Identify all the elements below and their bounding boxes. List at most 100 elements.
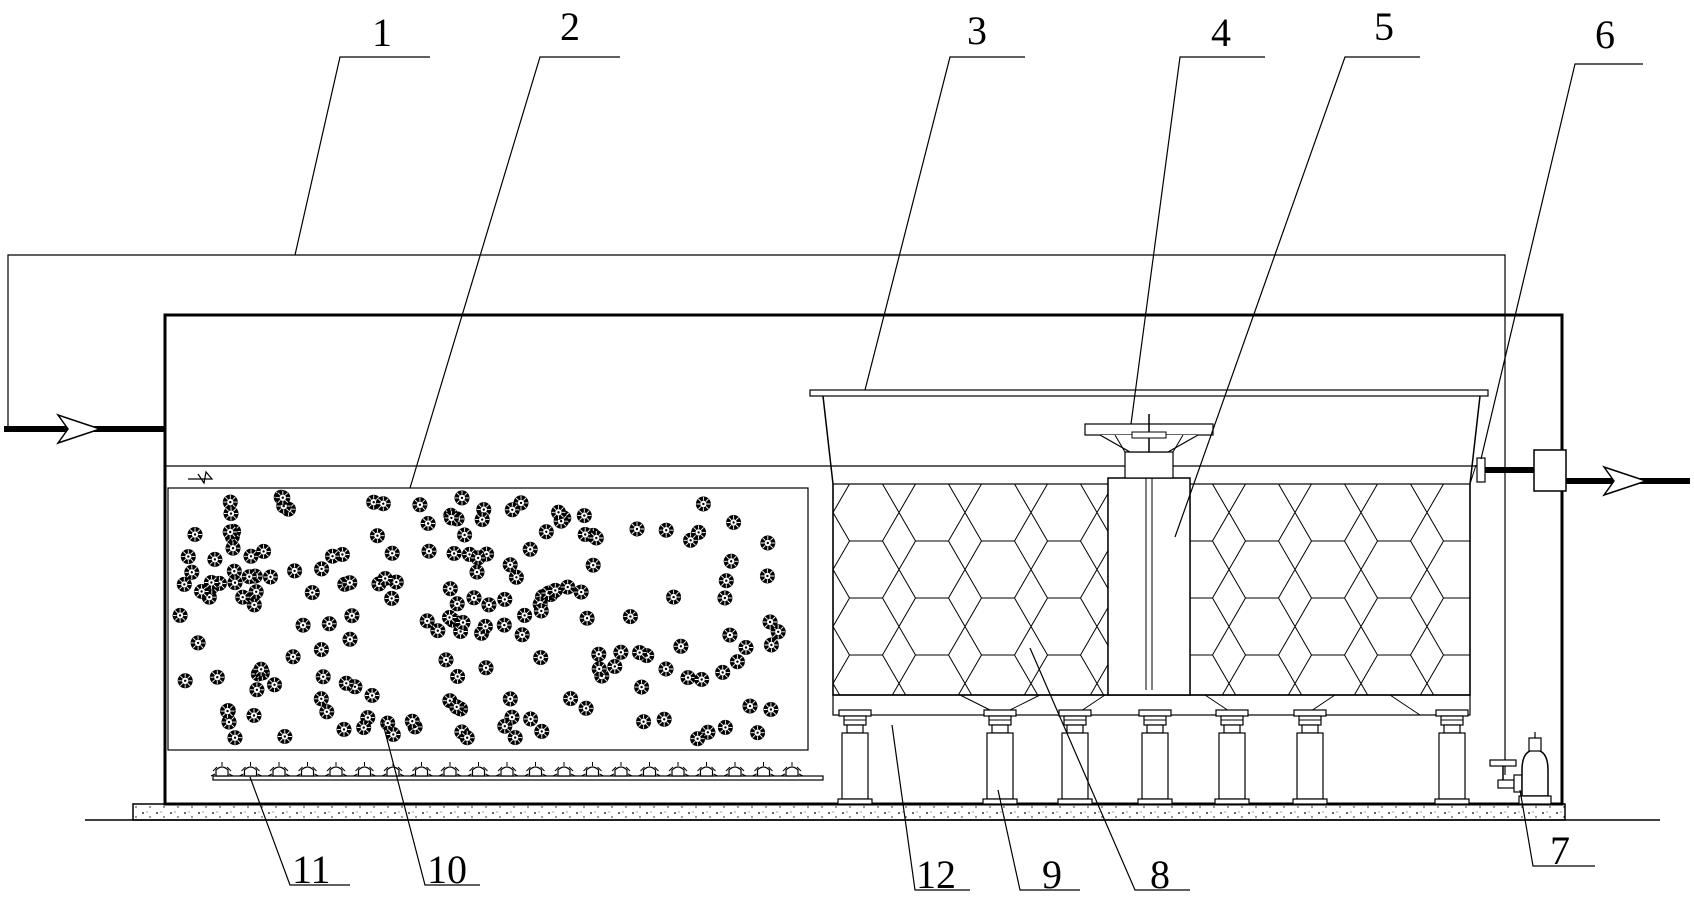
media-ball-icon (336, 721, 352, 738)
media-ball-icon (313, 641, 330, 658)
media-ball-icon (507, 729, 524, 746)
media-ball-icon (590, 646, 607, 663)
leader-8 (1029, 647, 1190, 891)
media-ball-icon (480, 596, 497, 613)
media-ball-icon (672, 638, 689, 655)
callout-11: 11 (292, 847, 331, 892)
leader-4 (1130, 56, 1265, 425)
media-ball-icon (729, 653, 746, 670)
support-leg (1214, 709, 1250, 805)
media-ball-icon (187, 526, 203, 543)
media-ball-icon (448, 698, 465, 715)
media-ball-icon (718, 572, 735, 589)
media-ball-icon (749, 724, 766, 741)
media-ball-icon (635, 713, 652, 730)
suspended-media-balls (172, 489, 787, 747)
media-ball-icon (172, 607, 189, 624)
media-ball-icon (404, 713, 421, 730)
outlet-pipe (1476, 449, 1690, 497)
media-ball-icon (385, 726, 402, 743)
callout-3: 3 (967, 8, 987, 53)
media-ball-icon (606, 658, 623, 675)
media-ball-icon (612, 644, 629, 661)
aerator-head-icon (694, 761, 719, 777)
callout-leaders (249, 56, 1643, 891)
callout-12: 12 (916, 852, 956, 897)
media-ball-icon (514, 626, 531, 643)
media-ball-icon (183, 564, 200, 581)
submersible-pump-icon (1489, 732, 1552, 805)
media-ball-icon (550, 504, 567, 521)
central-column (1107, 451, 1191, 696)
leader-6 (1480, 63, 1643, 460)
media-ball-icon (234, 589, 251, 606)
media-ball-icon (762, 701, 779, 718)
media-ball-icon (313, 690, 330, 707)
media-ball-icon (658, 661, 674, 677)
media-ball-icon (578, 700, 595, 717)
callout-7: 7 (1550, 828, 1570, 873)
media-ball-icon (180, 548, 197, 565)
media-ball-icon (304, 584, 321, 601)
media-ball-icon (532, 649, 549, 666)
media-ball-icon (456, 527, 473, 543)
media-ball-icon (341, 574, 358, 591)
aerator-head-icon (637, 761, 662, 777)
media-ball-icon (209, 669, 226, 686)
media-ball-icon (502, 690, 519, 707)
media-ball-icon (227, 574, 243, 591)
leader-3 (864, 56, 1025, 391)
aerator-head-icon (409, 761, 434, 777)
media-ball-icon (738, 639, 754, 656)
media-ball-icon (680, 669, 696, 686)
aerator-head-icon (438, 761, 462, 777)
media-ball-icon (562, 690, 579, 707)
media-ball-icon (454, 489, 470, 506)
callout-1: 1 (372, 10, 392, 55)
ground-slab (85, 803, 1660, 821)
media-ball-icon (411, 496, 428, 513)
media-ball-icon (502, 556, 519, 573)
media-ball-icon (246, 707, 262, 724)
media-ball-icon (631, 644, 648, 661)
aerator-head-icon (523, 761, 548, 777)
media-ball-icon (665, 589, 682, 606)
aerator-head-icon (324, 761, 348, 777)
water-distributor (1084, 414, 1214, 453)
media-ball-icon (318, 703, 335, 720)
media-ball-icon (478, 659, 494, 676)
media-ball-icon (591, 660, 608, 677)
media-ball-icon (496, 617, 513, 634)
media-ball-icon (285, 648, 302, 665)
callout-4: 4 (1211, 10, 1231, 55)
aerator-head-icon (666, 761, 690, 777)
leader-2 (409, 56, 620, 489)
media-ball-icon (470, 549, 487, 566)
media-ball-icon (206, 551, 223, 568)
media-ball-icon (338, 675, 355, 692)
media-ball-icon (538, 523, 555, 540)
support-leg (982, 709, 1018, 805)
media-ball-icon (369, 527, 386, 544)
media-ball-icon (177, 672, 194, 689)
media-ball-icon (585, 557, 602, 574)
media-ball-icon (321, 615, 338, 632)
callout-9: 9 (1042, 852, 1062, 897)
media-ball-icon (442, 580, 459, 597)
media-ball-icon (190, 634, 207, 651)
inlet-arrow-icon (56, 413, 103, 445)
media-ball-icon (695, 496, 712, 512)
media-ball-icon (241, 568, 258, 585)
media-ball-icon (763, 637, 780, 653)
aerator-head-icon (751, 761, 776, 777)
support-leg (1137, 709, 1173, 805)
support-legs (837, 709, 1470, 805)
media-ball-icon (364, 687, 381, 704)
media-ball-icon (516, 607, 533, 624)
media-ball-icon (573, 584, 590, 601)
aerator-head-icon (295, 761, 320, 777)
media-ball-icon (459, 729, 476, 746)
media-ball-icon (762, 614, 779, 630)
callout-10: 10 (427, 847, 467, 892)
